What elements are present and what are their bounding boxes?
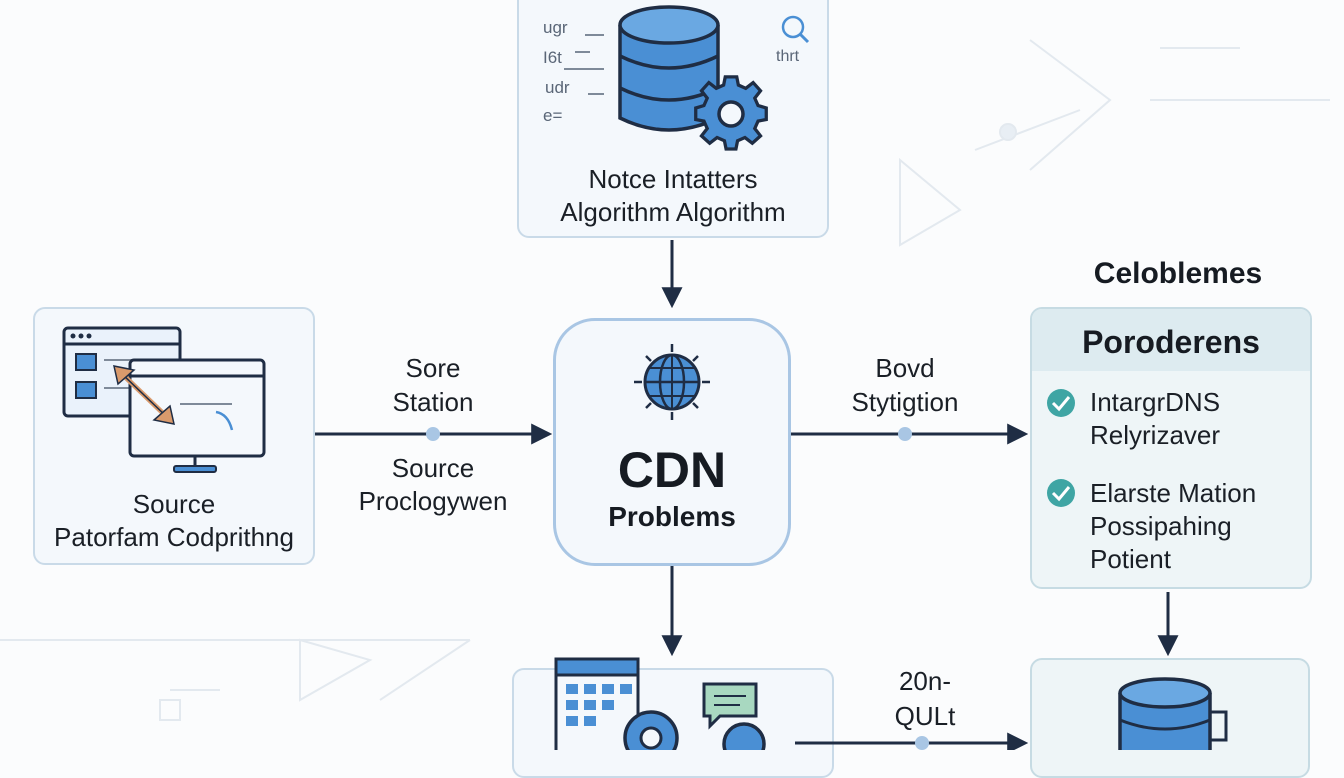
right-panel (1030, 307, 1312, 589)
bottom-right-node (1030, 658, 1310, 778)
bottom-edge-label-2: QULt (894, 701, 956, 731)
source-title-line2: Patorfam Codprithng (54, 522, 294, 552)
left-edge-label-bottom-1: Source (391, 453, 475, 483)
right-edge-label-2: Stytigtion (851, 387, 959, 417)
left-edge-label-bottom-2: Proclogywen (358, 486, 508, 516)
top-side-label-1: ugr (543, 18, 568, 37)
left-edge-label-top-2: Station (392, 387, 474, 417)
bottom-edge-label-1: 20n- (898, 666, 952, 696)
background-decoration (0, 39, 1330, 721)
top-side-label-2: I6t (543, 48, 562, 67)
left-edge-label-top-1: Sore (405, 353, 461, 383)
top-right-label: thrt (776, 48, 800, 65)
top-box-title-line2: Algorithm Algorithm (560, 197, 786, 227)
right-edge-label-1: Bovd (875, 353, 935, 383)
bottom-left-node (512, 668, 834, 778)
panel-item-1-line1: IntargrDNS (1090, 387, 1221, 417)
top-side-label-4: e= (543, 106, 563, 125)
panel-item-2-line2: Possipahing (1090, 511, 1232, 541)
panel-item-2-line1: Elarste Mation (1090, 478, 1257, 508)
source-title-line1: Source (132, 489, 216, 519)
cdn-subtitle: Problems (608, 501, 736, 532)
right-panel-header: Poroderens (1082, 324, 1260, 360)
panel-item-1-line2: Relyrizaver (1090, 420, 1221, 450)
top-box-title-line1: Notce Intatters (588, 164, 758, 194)
top-side-label-3: udr (545, 78, 570, 97)
right-panel-outer-title: Celoblemes (1093, 257, 1263, 290)
panel-item-2-line3: Potient (1090, 544, 1171, 574)
cdn-title: CDN (617, 442, 727, 498)
right-panel-header-bar (1032, 309, 1310, 371)
